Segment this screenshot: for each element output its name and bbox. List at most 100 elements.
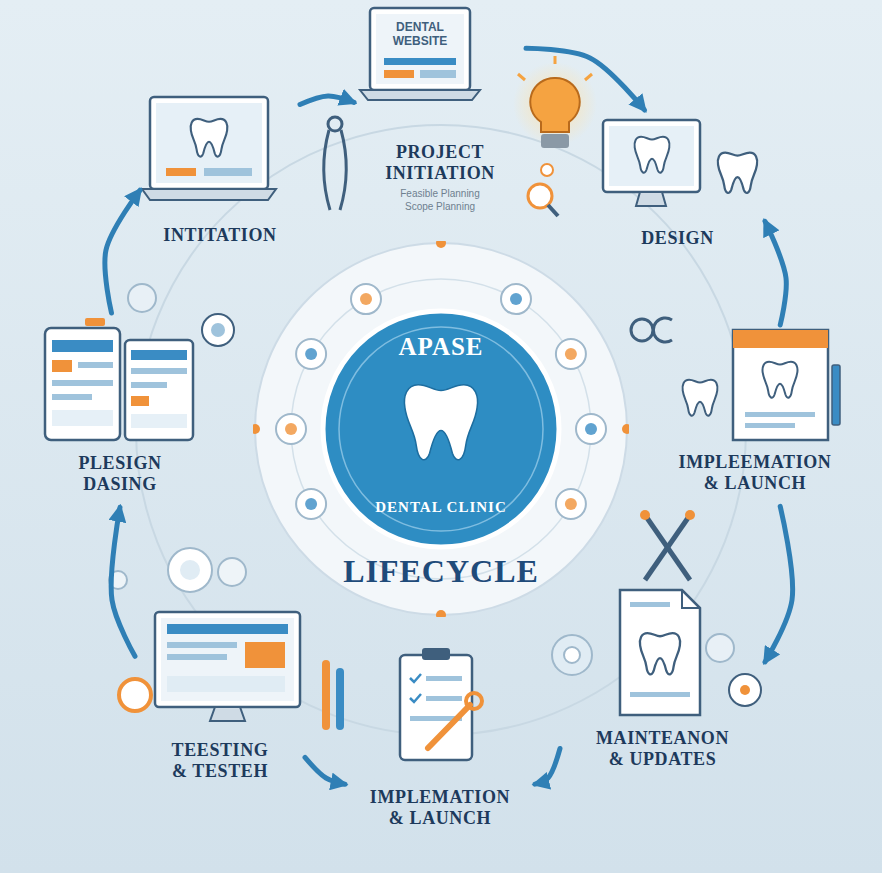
phase-title: IMPLEEMATION & LAUNCH	[675, 452, 835, 493]
small-disc	[729, 674, 761, 706]
cross-tools	[640, 510, 650, 520]
laptop-icon	[370, 8, 470, 90]
hub-shape	[436, 241, 446, 248]
phase-group: TEESTING & TESTEH	[140, 612, 300, 789]
hub-shape	[305, 498, 317, 510]
small-disc	[168, 548, 212, 592]
document-icon	[745, 412, 815, 417]
clipboard-icon	[400, 648, 482, 760]
lightbulb-icon	[541, 134, 569, 148]
small-disc	[109, 548, 246, 711]
document-icon	[733, 330, 840, 440]
small-disc	[211, 323, 225, 337]
clipboard-icon	[428, 705, 470, 748]
tablet-icon	[131, 396, 149, 406]
monitor-icon	[603, 120, 700, 206]
document-icon	[733, 330, 828, 348]
tablet-icon	[52, 360, 72, 372]
flow-arrow	[765, 221, 786, 325]
document-icon	[620, 590, 700, 715]
flow-arrow	[765, 506, 793, 662]
lightbulb-icon	[518, 74, 525, 80]
monitor-icon	[636, 192, 666, 206]
tooth-icon	[718, 153, 757, 193]
document-icon	[745, 423, 795, 428]
monitor-icon	[635, 137, 670, 173]
laptop-icon	[204, 168, 252, 176]
phase-title: INTITATION	[163, 225, 276, 246]
laptop-icon	[420, 70, 456, 78]
laptop-icon	[360, 8, 480, 100]
hub-shape	[305, 348, 317, 360]
forceps-icon	[340, 130, 346, 210]
flow-arrow	[535, 749, 560, 785]
tablet-icon	[52, 394, 92, 400]
laptop-icon	[376, 14, 464, 84]
hub-shape	[285, 423, 297, 435]
phase-group: DESIGN	[595, 115, 760, 257]
phase-group: INTITATION	[145, 95, 295, 254]
hub-shape	[556, 489, 586, 519]
clipboard-icon	[400, 655, 472, 760]
laptop-icon	[150, 97, 268, 189]
test-tubes	[322, 660, 344, 730]
laptop-icon	[142, 189, 276, 200]
small-disc	[128, 284, 234, 346]
tablet-icon	[85, 318, 105, 326]
tool-icon	[653, 318, 672, 342]
document-icon	[630, 692, 690, 697]
lightbulb-icon	[585, 74, 592, 80]
tablet-icon	[52, 410, 113, 426]
laptop-icon	[384, 58, 456, 65]
hub-shape	[501, 284, 531, 314]
document-icon	[832, 365, 840, 425]
phase-title: PROJECT INITIATION	[365, 142, 515, 183]
phase-title: PLESIGN DASING	[50, 453, 190, 494]
test-tubes	[322, 660, 330, 730]
tablet-icon	[52, 340, 113, 352]
document-icon	[763, 362, 798, 398]
hub-shape	[556, 339, 586, 369]
forceps-icon	[324, 130, 330, 210]
flow-arrow	[526, 48, 645, 110]
tool-icon	[631, 319, 653, 341]
laptop-icon	[360, 90, 480, 100]
laptop-icon	[384, 70, 414, 78]
hub-shape	[510, 293, 522, 305]
small-disc	[180, 560, 200, 580]
laptop-icon	[156, 103, 262, 183]
phase-group: IMPLEEMATION & LAUNCH	[650, 330, 860, 501]
phase-note: Feasible Planning	[400, 187, 480, 200]
hub-shape	[565, 498, 577, 510]
flow-arrow	[111, 507, 135, 656]
tooth-icon	[683, 380, 718, 416]
tablet-icon	[45, 328, 120, 440]
tablet-icon	[131, 350, 187, 360]
hub-circle: APASEDENTAL CLINICLIFECYCLE	[253, 241, 629, 617]
hub-shape	[296, 489, 326, 519]
tablet-icon	[131, 368, 187, 374]
small-disc	[119, 679, 151, 711]
clipboard-icon	[410, 674, 421, 682]
tool-icon	[631, 318, 672, 342]
hub-subtitle: DENTAL CLINIC	[253, 499, 629, 516]
magnifier-icon	[528, 184, 552, 208]
small-disc	[706, 634, 734, 662]
phase-title: IMPLEMATION & LAUNCH	[368, 787, 513, 828]
flow-arrow	[105, 190, 140, 313]
small-disc	[564, 647, 580, 663]
magnifier-icon	[528, 164, 558, 216]
monitor-icon	[167, 642, 237, 648]
magnifier-icon	[548, 205, 558, 216]
hub-shape	[585, 423, 597, 435]
lightbulb-icon	[530, 78, 580, 132]
screen-text: DENTAL WEBSITE	[376, 20, 464, 49]
orbit-ring	[136, 125, 746, 735]
clipboard-icon	[422, 648, 450, 660]
monitor-icon	[603, 120, 700, 192]
tablet-icon	[78, 362, 113, 368]
clipboard-icon	[466, 693, 482, 709]
